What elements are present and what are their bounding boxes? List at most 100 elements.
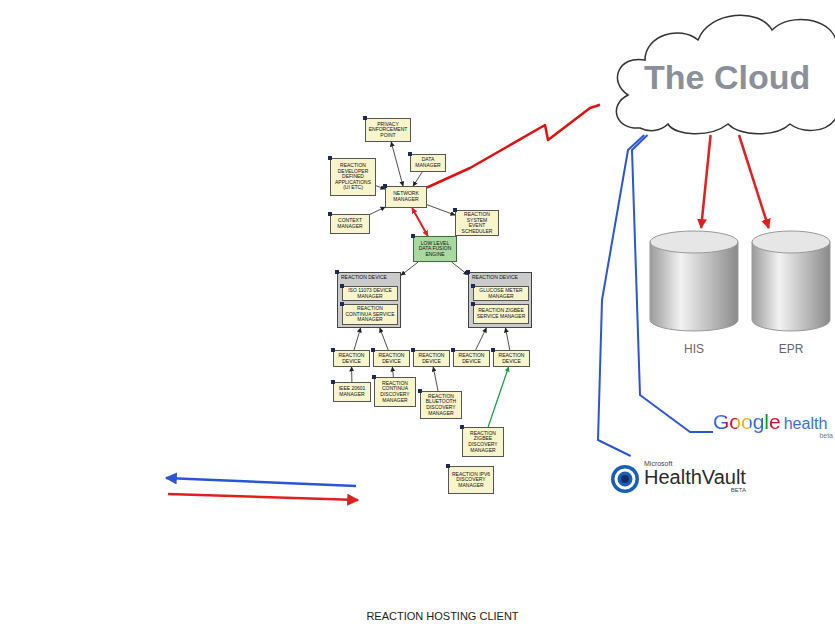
shape-rect: [85, 98, 135, 105]
connector: [506, 328, 510, 350]
database-cylinder: HIS: [648, 228, 740, 368]
node-label: REACTION BLUETOOTH DISCOVERY MANAGER: [423, 394, 459, 416]
connector: [427, 205, 455, 215]
node-label: Microsoft: [644, 460, 746, 467]
node-label: HIS: [648, 342, 740, 356]
connector: [370, 207, 385, 214]
shape-rect: [12, 0, 175, 205]
shape-line: [28, 0, 30, 205]
connector: [413, 172, 422, 186]
connector: [476, 328, 487, 350]
logo-text: MicrosoftHealthVaultBETA: [644, 460, 746, 493]
shape-rect: [83, 158, 132, 165]
shape-polygon: [82, 0, 104, 205]
module-box: IEEE 20601 MANAGER: [333, 382, 371, 402]
shape-path: [585, 330, 640, 380]
node-label: REACTION HOSTING CLIENT: [305, 610, 580, 622]
connector: [598, 135, 644, 456]
node-label: The Cloud: [644, 58, 810, 97]
shape-rect: [86, 38, 138, 45]
connector: [392, 367, 393, 377]
node-label: health: [784, 415, 828, 433]
shape-ellipse: [361, 415, 449, 495]
node-label: GLUCOSE METER MANAGER: [476, 288, 526, 299]
shape-line: [158, 457, 162, 468]
shape-path: [190, 540, 222, 618]
node-graphic: [648, 228, 740, 336]
device-link-arrow: [168, 494, 358, 500]
logo-node: MicrosoftHealthVaultBETA: [610, 456, 762, 510]
logo-row: Googlehealth: [713, 410, 833, 434]
node-label: REACTION IPV6 DISCOVERY MANAGER: [451, 472, 491, 489]
logo-node: Googlehealthbeta: [713, 410, 833, 454]
connector: [380, 328, 388, 350]
connector: [354, 328, 361, 350]
shape-path: [96, 450, 152, 494]
shape-path: [175, 505, 210, 540]
shape-line: [129, 554, 131, 622]
shape-rect: [150, 471, 159, 480]
shape-path: [118, 428, 150, 484]
shape-line: [72, 0, 78, 205]
client-housing: REACTION HOSTING CLIENTPRIVACY ENFORCEME…: [305, 78, 580, 630]
node-label: REACTION DEVICE: [456, 353, 487, 364]
swirl-logo: [773, 540, 827, 612]
device-group: REACTION DEVICEGLUCOSE METER MANAGERREAC…: [468, 272, 532, 328]
device-group: REACTION DEVICEISO 11073 DEVICE MANAGERR…: [337, 272, 401, 328]
shape-path: [78, 373, 124, 395]
shape-circle: [78, 376, 122, 420]
module-box: CONTEXT MANAGER: [330, 214, 370, 234]
module-box: REACTION IPV6 DISCOVERY MANAGER: [448, 466, 494, 494]
node-label: REACTION DEVICE: [496, 353, 527, 364]
node-label: CONTEXT MANAGER: [333, 218, 367, 229]
module-box: GLUCOSE METER MANAGER: [473, 286, 529, 301]
shape-path: [776, 565, 826, 612]
module-box: REACTION DEVICE: [453, 350, 490, 367]
shape-circle: [466, 164, 474, 172]
module-box: ISO 11073 DEVICE MANAGER: [342, 286, 398, 301]
connector: [701, 135, 711, 228]
shape-path: [773, 540, 827, 600]
module-box: REACTION CONTINUA SERVICE MANAGER: [342, 304, 398, 325]
shape-path: [51, 419, 140, 530]
shape-circle: [611, 465, 639, 493]
database-cylinder: EPR: [750, 228, 832, 368]
connector: [488, 367, 509, 427]
module-box: REACTION SYSTEM EVENT SCHEDULER: [455, 210, 499, 236]
node-label: REACTION SYSTEM EVENT SCHEDULER: [458, 212, 496, 234]
module-box: REACTION DEVICE: [373, 350, 410, 367]
shape-polygon: [12, 0, 96, 205]
shape-path: [60, 505, 178, 552]
shape-ellipse: [650, 231, 738, 253]
node-label: REACTION ZIGBEE SERVICE MANAGER: [476, 308, 526, 319]
node-label: REACTION CONTINUA SERVICE MANAGER: [345, 306, 395, 323]
shape-path: [650, 242, 738, 331]
node-label: DATA MANAGER: [413, 157, 443, 168]
shape-rect: [327, 112, 559, 600]
shape-path: [752, 242, 830, 331]
shape-path: [20, 250, 120, 320]
shape-path: [788, 558, 810, 588]
module-box: NETWORK MANAGER: [385, 186, 427, 208]
node-label: REACTION DEVICE: [376, 353, 407, 364]
shape-path: [160, 548, 186, 620]
building-photo: [12, 0, 175, 205]
shape-circle: [463, 161, 477, 175]
shape-path: [616, 15, 835, 134]
patient-figure: [20, 373, 230, 625]
node-label: REACTION DEVELOPER DEFINED APPLICATIONS …: [333, 163, 373, 191]
connector: [401, 262, 418, 275]
shape-polygon: [100, 50, 136, 92]
shape-path: [311, 99, 577, 114]
module-box: DATA MANAGER: [410, 154, 446, 172]
shape-rect: [20, 542, 140, 554]
circuit-background: [20, 60, 700, 610]
shape-polygon: [97, 112, 134, 150]
module-box: REACTION DEVELOPER DEFINED APPLICATIONS …: [330, 158, 376, 196]
shape-ellipse: [198, 615, 230, 625]
module-box: REACTION DEVICE: [333, 350, 370, 367]
shape-rect: [148, 468, 161, 490]
shape-path: [200, 300, 250, 360]
node-label: LOW LEVEL DATA FUSION ENGINE: [416, 241, 454, 258]
module-box: REACTION BLUETOOTH DISCOVERY MANAGER: [420, 391, 462, 419]
